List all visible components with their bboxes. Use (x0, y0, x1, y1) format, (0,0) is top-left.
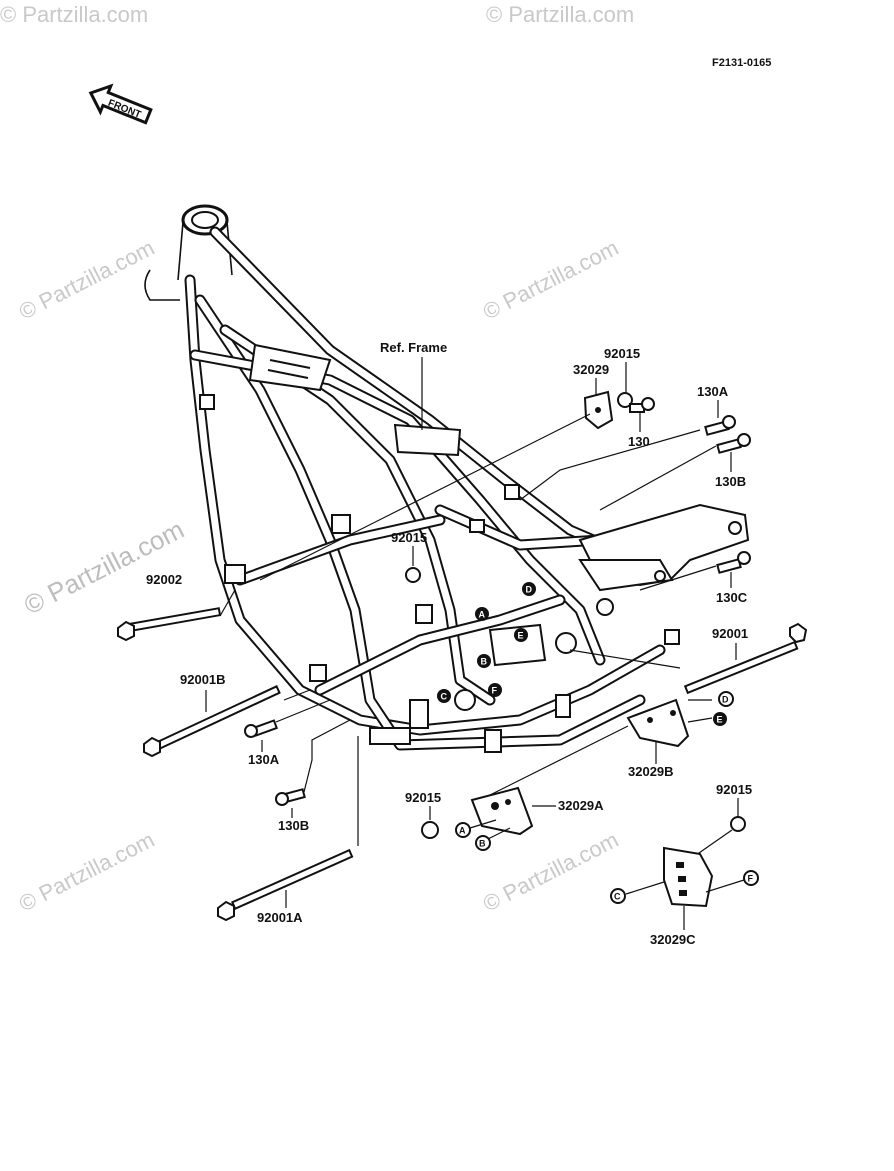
callout-b: B (479, 839, 486, 849)
watermark: © Partzilla.com (486, 2, 634, 27)
part-32029a-label: 32029A (558, 798, 604, 813)
diagram-code: F2131-0165 (712, 57, 771, 69)
watermark: © Partzilla.com (479, 235, 622, 325)
nut-92015-low: 92015 (405, 790, 441, 839)
part-130a-left-label: 130A (248, 752, 280, 767)
part-32029b-label: 32029B (628, 764, 674, 779)
part-92001-label: 92001 (712, 626, 748, 641)
callout-c: C (441, 692, 448, 702)
part-92015-low-label: 92015 (405, 790, 441, 805)
part-32029-label: 32029 (573, 362, 609, 377)
callout-f: F (748, 874, 754, 884)
bolt-130a-left: 130A (244, 699, 331, 767)
front-arrow-icon: FRONT (88, 83, 153, 125)
bolt-130: 130 (628, 397, 655, 449)
bolt-92002: 92002 (117, 572, 222, 642)
bracket-32029b: 32029B (479, 698, 713, 801)
frame-callouts: A B C D E F (437, 582, 536, 703)
bolt-130a-right: 130A (697, 384, 736, 436)
part-130a-right-label: 130A (697, 384, 729, 399)
callout-c: C (614, 892, 621, 902)
rear-mount-plate (578, 503, 750, 592)
nut-92015-right: 92015 (685, 782, 752, 863)
part-130c-label: 130C (716, 590, 748, 605)
part-130-label: 130 (628, 434, 650, 449)
part-92002-label: 92002 (146, 572, 182, 587)
bolt-92001a: 92001A (217, 736, 359, 925)
bolt-130c: 130C (716, 551, 751, 605)
part-130b-left-label: 130B (278, 818, 309, 833)
callout-e: E (717, 715, 723, 725)
part-92015-right-label: 92015 (716, 782, 752, 797)
part-92015-mid-label: 92015 (391, 530, 427, 545)
part-130b-right-label: 130B (715, 474, 746, 489)
ref-frame-label: Ref. Frame (380, 340, 447, 355)
callout-d: D (722, 695, 729, 705)
part-92001b-label: 92001B (180, 672, 226, 687)
bolt-130b-right: 130B (715, 433, 751, 489)
motorcycle-frame (144, 204, 750, 753)
watermark: © Partzilla.com (19, 514, 189, 620)
bracket-32029a: 32029A (469, 786, 604, 841)
callout-a: A (459, 826, 466, 836)
callout-d: D (526, 585, 533, 595)
watermarks: © Partzilla.com © Partzilla.com © Partzi… (0, 2, 634, 916)
nut-92015-mid: 92015 (391, 530, 427, 583)
part-32029c-label: 32029C (650, 932, 696, 947)
callout-b: B (481, 657, 488, 667)
callout-e: E (518, 631, 524, 641)
callout-f: F (492, 686, 498, 696)
bracket-32029c: 32029C (625, 846, 745, 947)
bolt-130b-left: 130B (275, 719, 351, 833)
watermark: © Partzilla.com (479, 827, 622, 917)
bracket-32029: 32029 (259, 362, 614, 581)
nut-92015-top: 92015 (604, 346, 640, 408)
part-92001a-label: 92001A (257, 910, 303, 925)
part-92015-top-label: 92015 (604, 346, 640, 361)
bolt-92001b: 92001B (143, 672, 281, 758)
watermark: © Partzilla.com (15, 235, 158, 325)
bolt-92001: 92001 (683, 622, 808, 695)
watermark: © Partzilla.com (15, 827, 158, 917)
watermark: © Partzilla.com (0, 2, 148, 27)
callout-a: A (479, 610, 486, 620)
